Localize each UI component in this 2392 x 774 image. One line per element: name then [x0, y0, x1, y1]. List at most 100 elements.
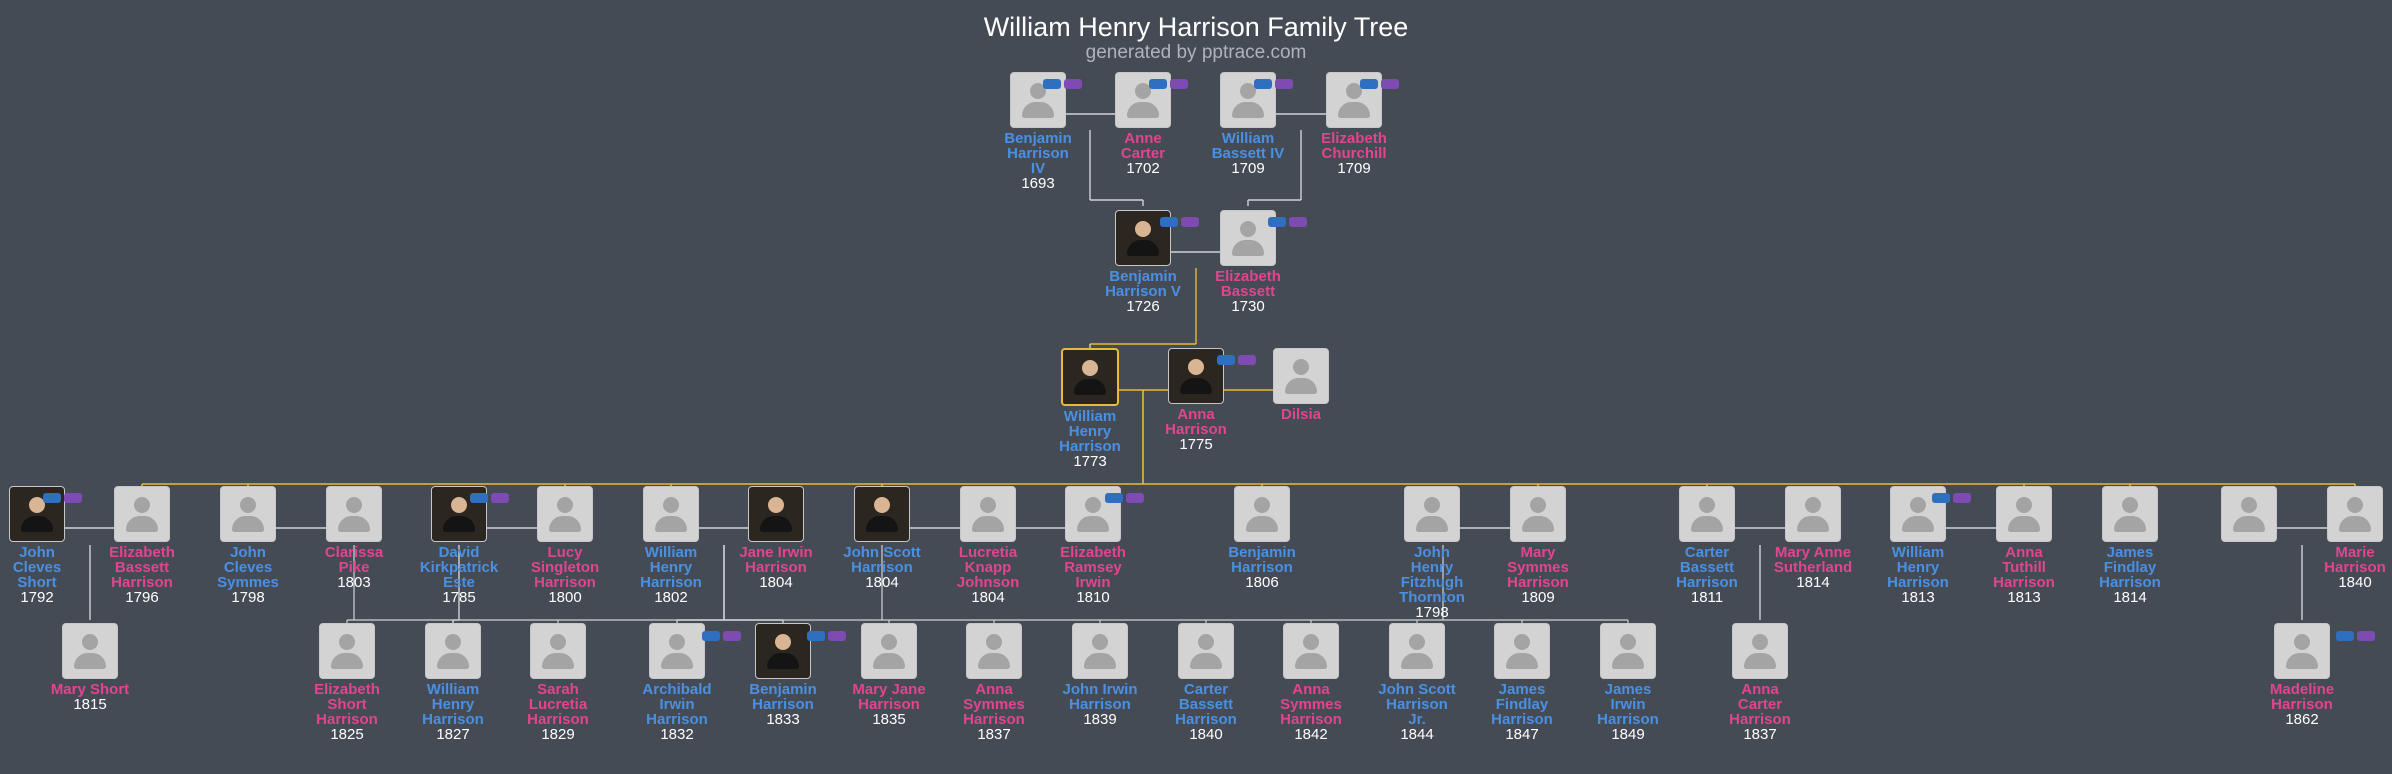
- avatar-placeholder-icon[interactable]: [2327, 486, 2383, 542]
- person-node-jshjr[interactable]: John Scott Harrison Jr.1844: [1377, 623, 1457, 743]
- expand-descendants-toggle[interactable]: [2357, 631, 2375, 641]
- person-name[interactable]: Marie Harrison: [2324, 544, 2386, 576]
- expand-descendants-toggle[interactable]: [1275, 79, 1293, 89]
- expand-descendants-toggle[interactable]: [1064, 79, 1082, 89]
- avatar-placeholder-icon[interactable]: [2274, 623, 2330, 679]
- person-name[interactable]: William Henry Harrison: [640, 544, 702, 591]
- person-name[interactable]: John Scott Harrison Jr.: [1378, 681, 1456, 728]
- avatar-placeholder-icon[interactable]: [1220, 210, 1276, 266]
- avatar-placeholder-icon[interactable]: [62, 623, 118, 679]
- person-name[interactable]: Lucy Singleton Harrison: [530, 544, 600, 591]
- expand-ancestors-toggle[interactable]: [1360, 79, 1378, 89]
- person-name[interactable]: Elizabeth Bassett Harrison: [109, 544, 175, 591]
- person-name[interactable]: William Henry Harrison: [1887, 544, 1949, 591]
- person-name[interactable]: William Henry Harrison: [422, 681, 484, 728]
- expand-ancestors-toggle[interactable]: [1160, 217, 1178, 227]
- avatar-placeholder-icon[interactable]: [1389, 623, 1445, 679]
- person-name[interactable]: Anna Harrison: [1165, 406, 1227, 438]
- avatar-placeholder-icon[interactable]: [2221, 486, 2277, 542]
- expand-ancestors-toggle[interactable]: [1932, 493, 1950, 503]
- avatar-placeholder-icon[interactable]: [1996, 486, 2052, 542]
- expand-ancestors-toggle[interactable]: [1254, 79, 1272, 89]
- avatar-placeholder-icon[interactable]: [1600, 623, 1656, 679]
- person-name[interactable]: Elizabeth Bassett: [1215, 268, 1281, 300]
- expand-descendants-toggle[interactable]: [1953, 493, 1971, 503]
- person-name[interactable]: Mary Short: [50, 681, 130, 698]
- person-name[interactable]: Madeline Harrison: [2269, 681, 2335, 713]
- avatar-placeholder-icon[interactable]: [326, 486, 382, 542]
- expand-descendants-toggle[interactable]: [1126, 493, 1144, 503]
- expand-ancestors-toggle[interactable]: [1217, 355, 1235, 365]
- expand-ancestors-toggle[interactable]: [2336, 631, 2354, 641]
- avatar-placeholder-icon[interactable]: [1510, 486, 1566, 542]
- expand-ancestors-toggle[interactable]: [702, 631, 720, 641]
- person-name[interactable]: Mary Symmes Harrison: [1507, 544, 1569, 591]
- avatar-placeholder-icon[interactable]: [966, 623, 1022, 679]
- portrait-photo[interactable]: [748, 486, 804, 542]
- person-name[interactable]: James Findlay Harrison: [1491, 681, 1553, 728]
- person-name[interactable]: Clarissa Pike: [324, 544, 384, 576]
- person-name[interactable]: Elizabeth Short Harrison: [314, 681, 380, 728]
- person-name[interactable]: Anna Symmes Harrison: [963, 681, 1025, 728]
- avatar-placeholder-icon[interactable]: [2102, 486, 2158, 542]
- avatar-placeholder-icon[interactable]: [425, 623, 481, 679]
- avatar-placeholder-icon[interactable]: [1283, 623, 1339, 679]
- avatar-placeholder-icon[interactable]: [960, 486, 1016, 542]
- avatar-placeholder-icon[interactable]: [1404, 486, 1460, 542]
- portrait-photo[interactable]: [1168, 348, 1224, 404]
- person-name[interactable]: John Henry Fitzhugh Thornton: [1399, 544, 1465, 606]
- person-name[interactable]: John Irwin Harrison: [1062, 681, 1138, 713]
- person-name[interactable]: John Cleves Symmes: [217, 544, 279, 591]
- avatar-placeholder-icon[interactable]: [861, 623, 917, 679]
- person-name[interactable]: Carter Bassett Harrison: [1175, 681, 1237, 728]
- person-name[interactable]: Anne Carter: [1120, 130, 1166, 162]
- expand-descendants-toggle[interactable]: [1381, 79, 1399, 89]
- person-name[interactable]: John Scott Harrison: [843, 544, 921, 576]
- avatar-placeholder-icon[interactable]: [1072, 623, 1128, 679]
- portrait-photo[interactable]: [854, 486, 910, 542]
- person-name[interactable]: Lucretia Knapp Johnson: [956, 544, 1020, 591]
- avatar-placeholder-icon[interactable]: [1679, 486, 1735, 542]
- avatar-placeholder-icon[interactable]: [1273, 348, 1329, 404]
- expand-ancestors-toggle[interactable]: [43, 493, 61, 503]
- expand-descendants-toggle[interactable]: [1170, 79, 1188, 89]
- person-name[interactable]: William Bassett IV: [1211, 130, 1285, 162]
- person-name[interactable]: Dilsia: [1280, 406, 1322, 423]
- person-name[interactable]: William Henry Harrison: [1059, 408, 1121, 455]
- person-name[interactable]: Carter Bassett Harrison: [1676, 544, 1738, 591]
- person-name[interactable]: James Findlay Harrison: [2099, 544, 2161, 591]
- avatar-placeholder-icon[interactable]: [530, 623, 586, 679]
- expand-descendants-toggle[interactable]: [64, 493, 82, 503]
- expand-descendants-toggle[interactable]: [1238, 355, 1256, 365]
- avatar-placeholder-icon[interactable]: [1494, 623, 1550, 679]
- person-name[interactable]: Anna Tuthill Harrison: [1993, 544, 2055, 591]
- person-name[interactable]: Benjamin Harrison IV: [1004, 130, 1072, 177]
- person-name[interactable]: Elizabeth Ramsey Irwin: [1060, 544, 1126, 591]
